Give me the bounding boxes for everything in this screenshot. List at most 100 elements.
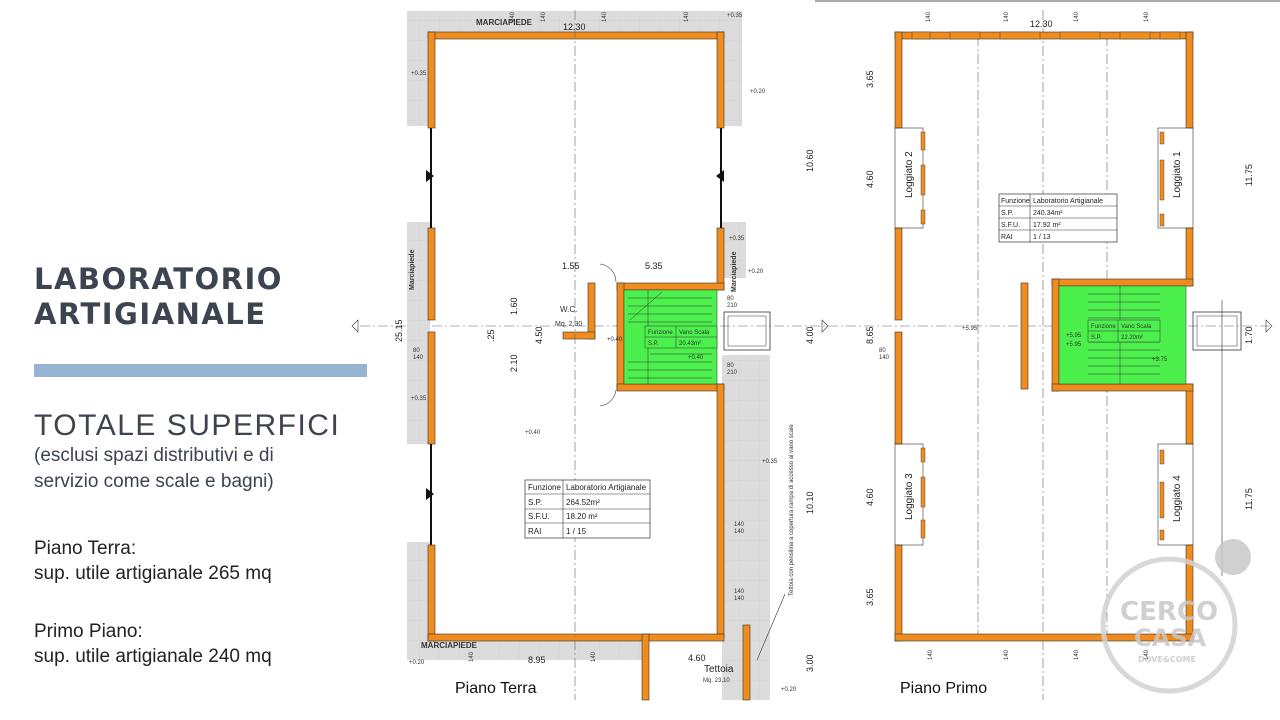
first-floor-label: Primo Piano: <box>34 621 143 642</box>
logo-tagline: DOVE&COME <box>1138 655 1196 664</box>
table-val: 264.52m² <box>566 498 600 507</box>
wall-core-top <box>616 282 725 291</box>
table-val: 18.20 m² <box>566 512 598 521</box>
wc-area: Mq. 2,30 <box>555 321 582 328</box>
wall-wc <box>587 282 596 340</box>
dim-right-mid: 4.00 <box>805 326 815 344</box>
dim-450: 4.50 <box>534 326 544 344</box>
dim-bottom-left: 8.95 <box>528 655 546 665</box>
level-mark: +0.20 <box>748 269 764 275</box>
wall-mark: 140 <box>469 651 475 662</box>
page-title: LABORATORIO ARTIGIANALE <box>34 262 283 332</box>
wall-right-3-first <box>1185 383 1194 445</box>
dim-left-2-first: 4.60 <box>865 170 875 188</box>
loggiato-4-label: Loggiato 4 <box>1172 475 1183 522</box>
wall-bottom <box>427 633 725 642</box>
sidewalk-right-mid <box>722 222 746 278</box>
wall-bottom-first <box>894 633 1194 642</box>
level-mark: +0.40 <box>525 430 541 436</box>
wall-left-1-first <box>894 31 903 129</box>
sidewalk-right-top <box>722 11 742 126</box>
dim-left-1-first: 3.65 <box>865 70 875 88</box>
dim-top: 12.30 <box>563 22 586 32</box>
dim-bottom-right: 4.60 <box>688 653 706 663</box>
core-top-first <box>1051 278 1194 287</box>
level-mark: +0.35 <box>729 236 745 242</box>
table-val: Laboratorio Artigianale <box>566 483 647 492</box>
ground-floor-summary: Piano Terra: sup. utile artigianale 265 … <box>34 536 272 586</box>
table-val: 17.92 m² <box>1033 222 1061 229</box>
label-sidewalk-left: Marciapiede <box>409 249 416 290</box>
level-mark: +0.35 <box>411 396 427 402</box>
entrance-canopy <box>723 311 771 351</box>
wall-left-3-first <box>894 331 903 445</box>
wall-mark: 140 <box>1144 649 1150 660</box>
canopy-first <box>1192 311 1242 351</box>
wall-mark: 140 <box>541 11 547 22</box>
first-floor-summary: Primo Piano: sup. utile artigianale 240 … <box>34 619 272 669</box>
wall-left-1 <box>427 31 436 129</box>
first-floor-area: sup. utile artigianale 240 mq <box>34 646 272 667</box>
wall-mark: 80 <box>727 363 734 369</box>
level-mark: +5.95 <box>1066 342 1082 348</box>
dim-left-5-first: 3.65 <box>865 588 875 606</box>
level-mark: +0.35 <box>762 459 778 465</box>
room-table-ground: Funzione Laboratorio Artigianale S.P. 26… <box>524 479 651 539</box>
logo-dot <box>1215 539 1251 575</box>
room-table-first: Funzione Laboratorio Artigianale S.P. 24… <box>998 193 1118 243</box>
stair-table-first: Funzione Vano Scala S.P. 22.20m² <box>1087 319 1161 343</box>
table-key: RAI <box>528 527 541 536</box>
wall-mark: 210 <box>727 303 738 309</box>
wall-mark: 140 <box>1144 11 1150 22</box>
dim-right-mid-first: 1.70 <box>1244 326 1254 344</box>
tettoia-label: Tettoia <box>704 664 734 675</box>
table-key: Funzione <box>528 483 561 492</box>
totale-sub-line-1: (esclusi spazi distributivi e di <box>34 445 274 466</box>
level-mark: +3.75 <box>1152 357 1168 363</box>
wall-right-3 <box>716 383 725 639</box>
walls-ground <box>427 31 751 701</box>
wall-right-1 <box>716 31 725 129</box>
wall-left-3 <box>427 331 436 445</box>
totale-heading: TOTALE SUPERFICI <box>34 409 341 442</box>
stair-table-key: Funzione <box>1091 324 1116 330</box>
sidewalk-left-mid <box>407 222 430 444</box>
dim-top-first: 12.30 <box>1030 19 1053 29</box>
dim-160: 1.60 <box>509 297 519 315</box>
wall-mark: 80 <box>727 296 734 302</box>
partition-first <box>1020 282 1029 390</box>
plan-piano-primo: Funzione Vano Scala S.P. 22.20m² Funzion… <box>865 10 1273 700</box>
wall-mark: 140 <box>1004 11 1010 22</box>
wall-tettoia-left <box>641 633 650 701</box>
label-sidewalk-right: Marciapiede <box>731 251 738 292</box>
walls-first <box>894 31 1194 642</box>
level-mark: +0.40 <box>607 337 623 343</box>
level-mark: +0.20 <box>781 687 797 693</box>
level-mark: +0.20 <box>409 660 425 666</box>
door-swing-1 <box>599 263 617 283</box>
stair-table-key: S.P. <box>648 341 659 347</box>
stair-table-val: 22.20m² <box>1121 335 1143 341</box>
sidewalk-top <box>407 11 742 34</box>
ground-floor-label: Piano Terra: <box>34 538 137 559</box>
entry-arrow-left-1 <box>426 170 434 182</box>
logo-word-1: CERCO <box>1120 597 1218 627</box>
table-key: RAI <box>1001 234 1013 241</box>
wall-mark: 80 <box>413 348 420 354</box>
cerco-casa-logo: CERCO CASA DOVE&COME <box>1100 539 1251 694</box>
table-val: 240.34m² <box>1033 210 1063 217</box>
dim-right-lower: 10.10 <box>805 491 815 514</box>
core-bottom-first <box>1051 383 1194 392</box>
entry-arrow-right <box>716 170 724 182</box>
tettoia-note: Tettoia con pensilina a copertura rampa … <box>789 424 795 596</box>
dim-25: .25 <box>486 329 496 342</box>
level-mark: +5.95 <box>962 326 978 332</box>
wall-mark: 140 <box>413 355 424 361</box>
wall-right-2-first <box>1185 227 1194 287</box>
wall-left-2-first <box>894 227 903 321</box>
wall-mark: 80 <box>879 348 886 354</box>
stair-table-key: Funzione <box>648 330 673 336</box>
wall-mark: 140 <box>734 522 745 528</box>
core-left-first <box>1051 278 1060 392</box>
